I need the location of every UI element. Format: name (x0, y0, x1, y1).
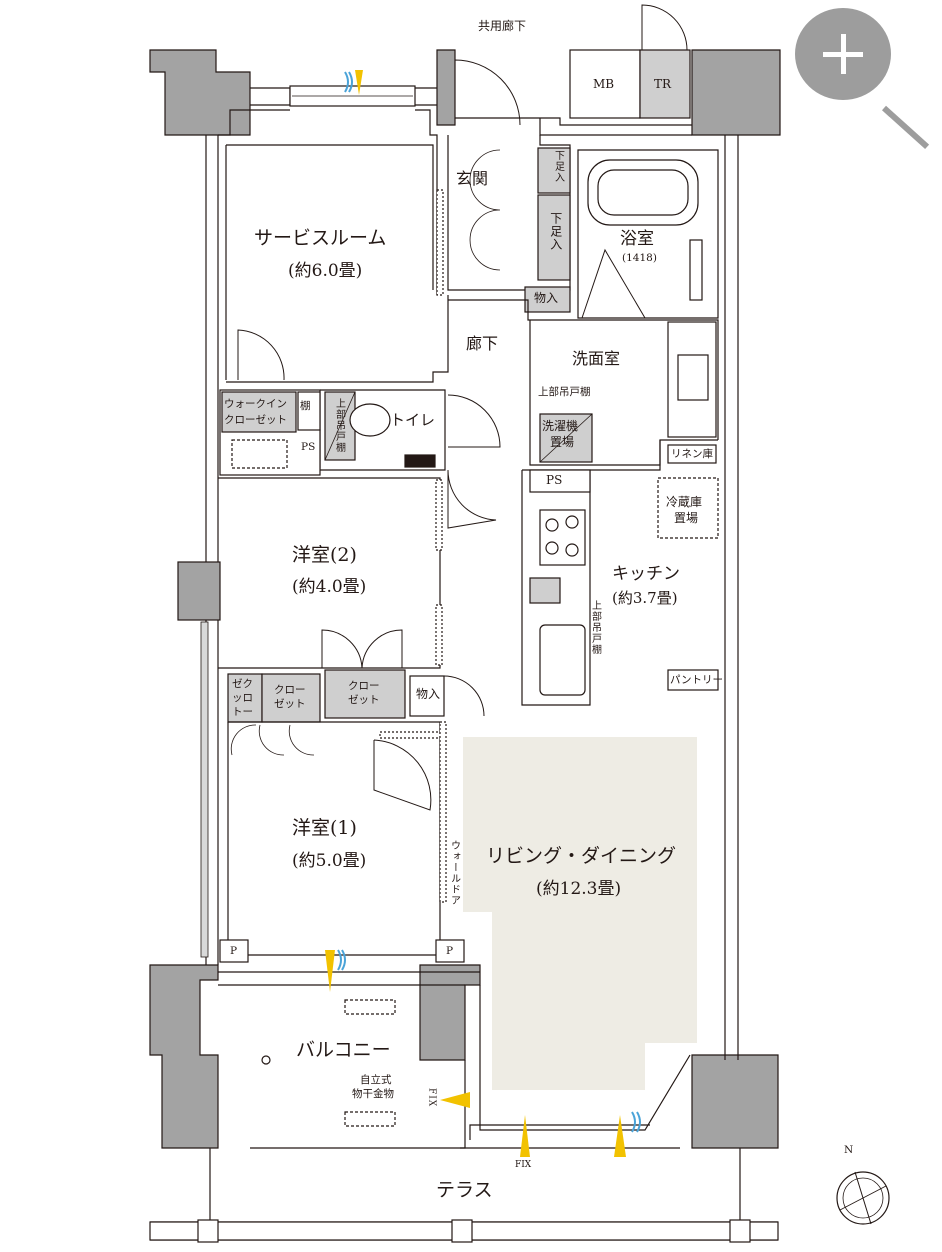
closet-b (324, 669, 406, 719)
terrace-label: テラス (436, 1179, 493, 1201)
service-room-walls (218, 109, 449, 383)
vent-markers (325, 70, 641, 1157)
upper-cabinet-wash-label: 上部吊戸棚 (538, 386, 591, 398)
service-room-name: サービスルーム (254, 227, 387, 249)
ps-kitchen (529, 469, 591, 493)
hatch-left (200, 621, 209, 958)
mb-box (569, 49, 641, 119)
linen-label: リネン庫 (671, 448, 713, 460)
washroom-label: 洗面室 (572, 349, 621, 368)
washer-label-2: 置場 (550, 435, 575, 449)
hall-walls (448, 299, 719, 440)
kitchen-area: (約3.7畳) (612, 589, 678, 607)
toilet-bowl (349, 403, 391, 437)
compass-icon (836, 1171, 890, 1225)
fix-bottom-label: FIX (515, 1160, 532, 1170)
ps-kitchen-label: PS (546, 473, 563, 487)
drying-label-1: 自立式 (360, 1074, 392, 1086)
zeck-label-1: ゼク (232, 678, 253, 690)
west1-name: 洋室(1) (292, 817, 357, 839)
fridge-label-1: 冷蔵庫 (666, 495, 703, 509)
zeck-label-3: トー (232, 706, 253, 718)
wall-top-mid (436, 49, 456, 126)
p-right-label: P (446, 945, 454, 957)
entrance-door (454, 59, 521, 126)
kitchen-name: キッチン (612, 564, 680, 584)
fridge-box (657, 477, 719, 539)
door-west1 (373, 739, 432, 811)
west2-walls (218, 477, 441, 669)
door-service (237, 329, 285, 381)
washer-label-1: 洗濯機 (542, 419, 579, 433)
storage-west2 (409, 675, 445, 717)
bath-walls (577, 149, 719, 319)
toilet-walls (320, 389, 446, 471)
compass-n-label: N (844, 1144, 854, 1156)
ld-area: (約12.3畳) (536, 879, 622, 899)
pantry-box (667, 669, 719, 691)
ld-floor (463, 737, 697, 1090)
service-room-area: (約6.0畳) (288, 261, 363, 281)
storage-entry-box (524, 286, 571, 313)
wall-top-right (455, 117, 692, 136)
p-box-right (435, 939, 465, 963)
hall-door-toilet (447, 394, 501, 448)
closet-b-label-2: ゼット (348, 694, 380, 706)
cooktop (539, 509, 586, 566)
shoe-cabinet-1 (537, 147, 571, 194)
zoom-plus-icon-bar (841, 34, 846, 74)
mb-label: MB (593, 77, 615, 91)
sink (539, 624, 586, 696)
entrance-label: 玄関 (456, 169, 489, 188)
fix-right-label: FIX (426, 1088, 437, 1108)
fridge-label-2: 置場 (674, 511, 699, 525)
closet-a-label-2: ゼット (274, 698, 306, 710)
outer-wall-right (724, 135, 739, 1060)
wall-door-track (439, 721, 447, 903)
zeck-label-2: ッロ (232, 692, 253, 704)
ps-toilet-label: PS (301, 441, 316, 453)
shoe-cabinet-1-label: 下足入 (552, 150, 564, 183)
pillar-bottom-right (691, 1054, 779, 1149)
west2-name: 洋室(2) (292, 544, 357, 566)
common-corridor-label: 共用廊下 (478, 19, 527, 33)
outer-wall-left (205, 135, 219, 965)
balcony-label: バルコニー (296, 1039, 391, 1061)
toilet-label: トイレ (390, 411, 436, 429)
zoom-in-button[interactable] (795, 8, 891, 100)
wic-label-1: ウォークイン (224, 398, 287, 410)
pillar-top-right (691, 49, 781, 136)
p-left-label: P (230, 945, 238, 957)
pillar-bottom-left (149, 964, 219, 1149)
shoe-cabinet-2-label: 下足入 (548, 212, 563, 251)
tr-label: TR (654, 77, 672, 91)
wall-door-label: ウォールドア (448, 840, 460, 906)
hallway-label: 廊下 (466, 334, 499, 353)
linen-box (667, 444, 717, 464)
west2-area: (約4.0畳) (292, 577, 367, 597)
west1-area: (約5.0畳) (292, 851, 367, 871)
bath-spec: (1418) (622, 252, 657, 264)
tr-box (639, 49, 691, 119)
upper-cabinet-kitchen-label: 上部吊戸棚 (589, 600, 601, 655)
ld-bottom-wall (460, 985, 691, 1149)
drying-label-2: 物干金物 (352, 1088, 394, 1100)
shoe-cabinet-2 (537, 194, 571, 281)
bath-door (581, 248, 646, 319)
shelf-label: 棚 (300, 400, 311, 412)
pantry-label: パントリー (670, 674, 724, 686)
pillar-left-mid (177, 561, 221, 621)
storage-west2-label: 物入 (416, 687, 441, 701)
storage-entry-label: 物入 (534, 291, 559, 305)
upper-cabinet-toilet-label: 上部吊戸棚 (333, 398, 345, 453)
pillar-top-left (149, 49, 251, 136)
pillar-bottom-mid (419, 964, 481, 1061)
closet-a-label-1: クロー (274, 684, 306, 696)
wic-label-2: クローゼット (224, 414, 287, 426)
p-box-left (219, 939, 249, 963)
closet-b-label-1: クロー (348, 680, 380, 692)
bath-label: 浴室 (620, 229, 654, 249)
ld-name: リビング・ダイニング (486, 845, 677, 867)
